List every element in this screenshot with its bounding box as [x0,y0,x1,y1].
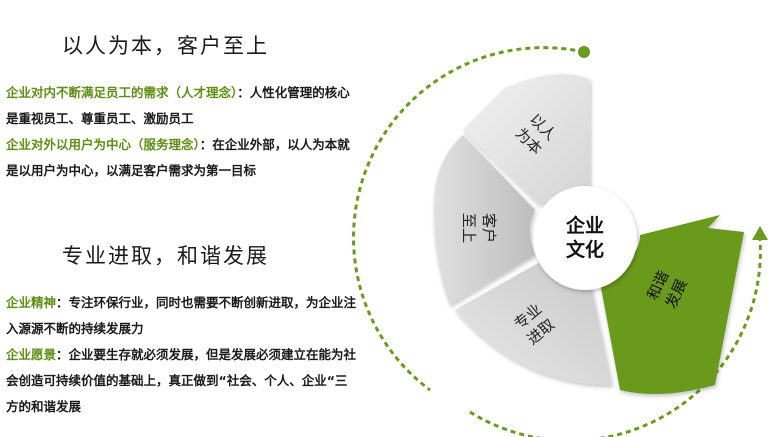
section1-p1-text: ：人性化管理的核心是重视员工、尊重员工、激励员工 [6,85,350,126]
section1-p2-text: ：在企业外部，以人为本就是以用户为中心，以满足客户需求为第一目标 [6,137,350,178]
segment-left-line1: 客户 [480,213,498,243]
arc-arrow-head [752,226,768,240]
segment-left-label: 客户 至上 [460,213,498,243]
center-circle [533,186,637,290]
outer-dashed-arc-right [469,237,762,437]
section1-p2-label: 企业对外以用户为中心（服务理念） [6,137,200,152]
center-label-line2: 文化 [566,238,604,261]
section2-p1-label: 企业精神 [6,295,57,310]
arc-start-dot [578,46,590,58]
section2-p1-text: ：专注环保行业，同时也需要不断创新进取，为企业注入源源不断的持续发展力 [6,295,357,336]
segment-left [434,135,535,305]
segment-bottom-label: 专业 进取 [511,300,558,348]
section1-paragraph: 企业对内不断满足员工的需求（人才理念）：人性化管理的核心是重视员工、尊重员工、激… [6,80,358,184]
section2-heading: 专业进取，和谐发展 [62,244,269,268]
section1-p1-label: 企业对内不断满足员工的需求（人才理念） [6,85,238,100]
section2-p2-text: ：企业要生存就必须发展，但是发展必须建立在能为社会创造可持续价值的基础上，真正做… [6,347,357,414]
segment-green-arrow [600,215,744,394]
center-label-line1: 企业 [565,214,604,237]
section2-p2-label: 企业愿景 [6,347,57,362]
text-panel: 以人为本，客户至上 企业对内不断满足员工的需求（人才理念）：人性化管理的核心是重… [0,0,380,437]
segment-top [463,74,590,205]
segment-bottom [455,262,612,385]
segment-left-line2: 至上 [460,213,478,243]
section1-heading: 以人为本，客户至上 [62,34,269,58]
section2-paragraph: 企业精神：专注环保行业，同时也需要不断创新进取，为企业注入源源不断的持续发展力 … [6,290,358,420]
